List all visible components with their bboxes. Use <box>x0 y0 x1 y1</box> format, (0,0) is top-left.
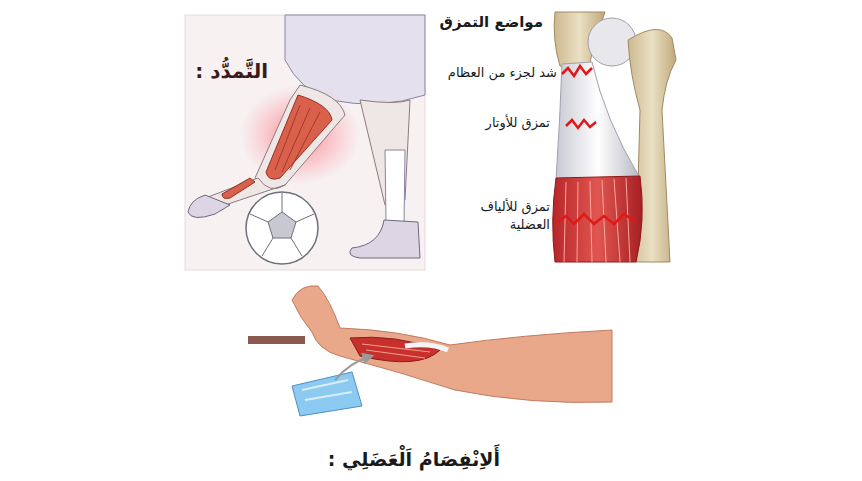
tendon-tear-mark <box>566 120 596 128</box>
ball-patch <box>268 212 296 238</box>
muscle-fibres <box>275 105 320 172</box>
kicking-shoe <box>188 195 230 218</box>
bone-avulsion-mark <box>562 66 592 76</box>
strain-heading: التَّمدُّد : <box>195 58 268 85</box>
site-label: تمزق للأوتار <box>486 114 550 132</box>
sock <box>385 150 405 225</box>
tear-sites-illustration <box>553 12 676 262</box>
rupture-illustration <box>248 286 612 416</box>
panel-ground <box>185 15 425 270</box>
tendon <box>556 62 640 180</box>
figure-heading: مواضع التمزق <box>440 12 544 32</box>
ice-pack <box>292 372 362 416</box>
site-label: شد لجزء من العظام <box>448 64 557 82</box>
pain-glow <box>240 85 360 185</box>
calf-muscle <box>222 178 255 199</box>
thigh-muscle <box>266 95 332 179</box>
ball-seams <box>250 193 314 256</box>
rupture-caption: أَلاِنْفِصَامُ اَلْعَضَلِي : <box>328 447 500 473</box>
muscle <box>553 176 643 262</box>
exposed-tendon <box>405 345 448 350</box>
support-bar <box>248 336 305 344</box>
standing-shoe <box>350 220 420 258</box>
ice-pack-shine <box>302 380 352 400</box>
arrow <box>335 356 372 380</box>
fibre-tear-mark <box>558 214 636 224</box>
site-label: تمزق للألياف العضلية <box>454 198 550 233</box>
football <box>246 192 318 264</box>
strain-illustration <box>185 15 425 270</box>
kicking-thigh <box>255 85 345 189</box>
